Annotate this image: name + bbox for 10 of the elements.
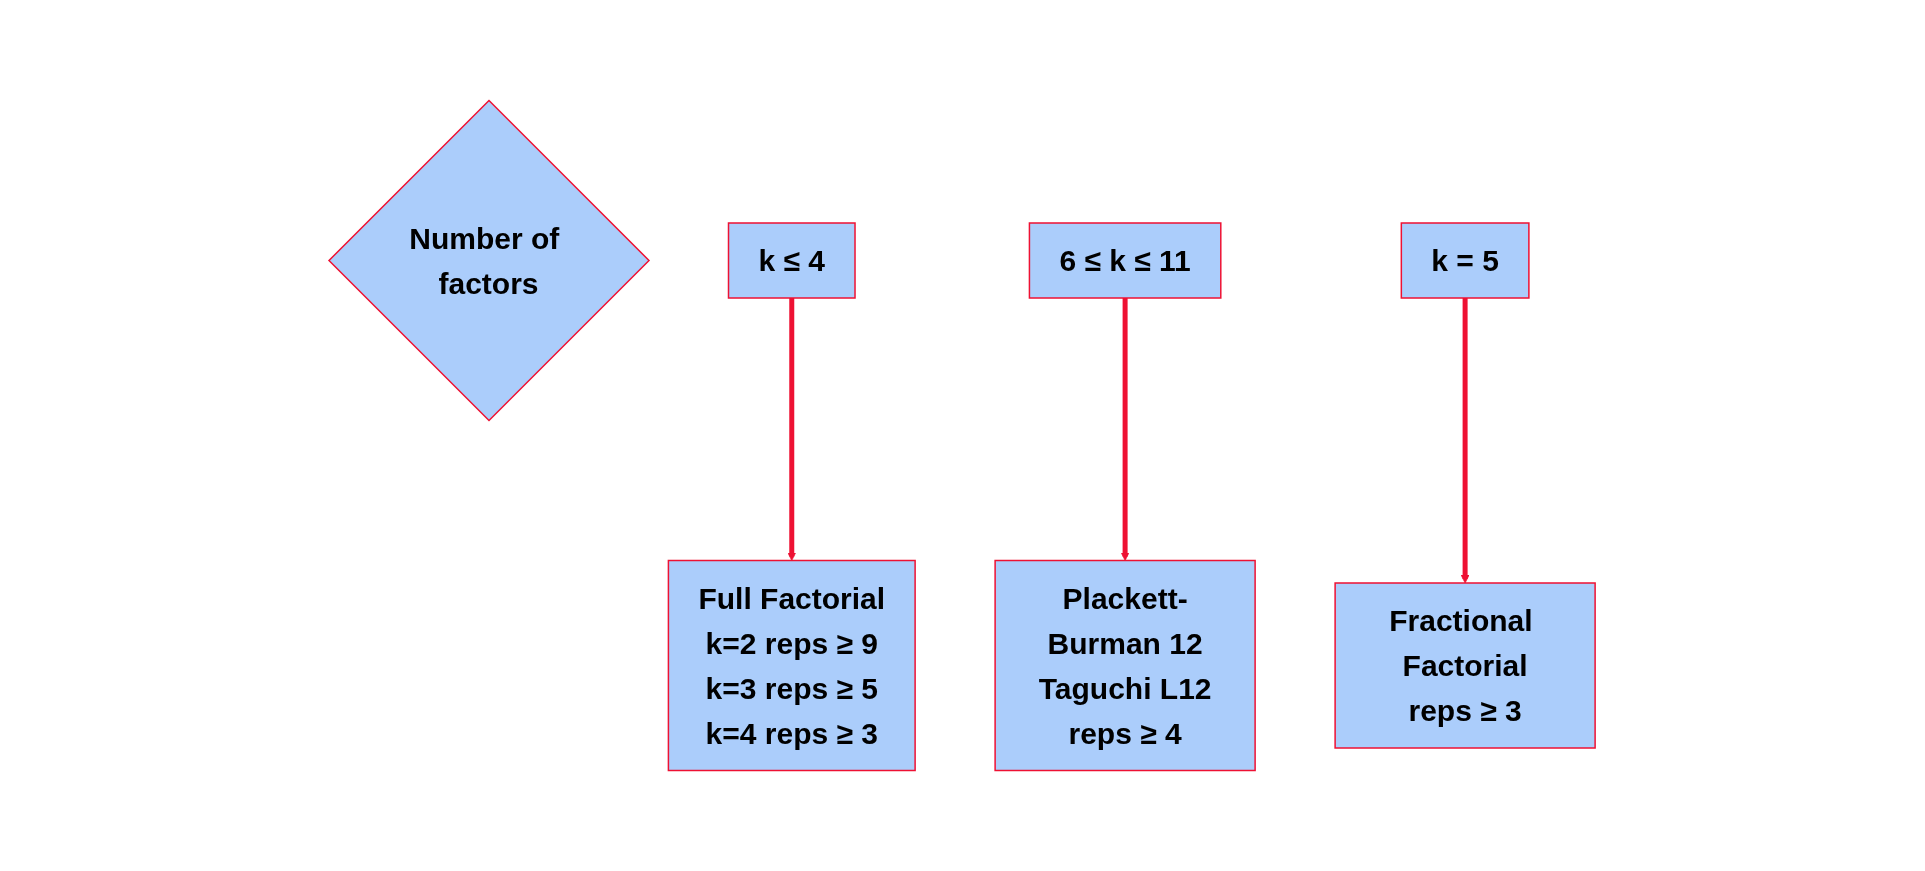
node-box: Fractional Factorial reps ≥ 3	[1334, 582, 1597, 749]
arrow	[1461, 298, 1470, 584]
arrow	[1121, 298, 1130, 561]
node-box: k = 5	[1401, 222, 1531, 299]
node-box: Plackett-Burman 12 Taguchi L12 reps ≥ 4	[994, 559, 1257, 772]
node-box: Full Factorial k=2 reps ≥ 9 k=3 reps ≥ 5 k=4 reps ≥ 3	[668, 559, 917, 772]
node-box: 6 ≤ k ≤ 11	[1029, 222, 1222, 299]
arrow	[787, 298, 797, 561]
node-box: k ≤ 4	[728, 222, 857, 299]
node-diamond: Number of factors	[328, 99, 651, 422]
